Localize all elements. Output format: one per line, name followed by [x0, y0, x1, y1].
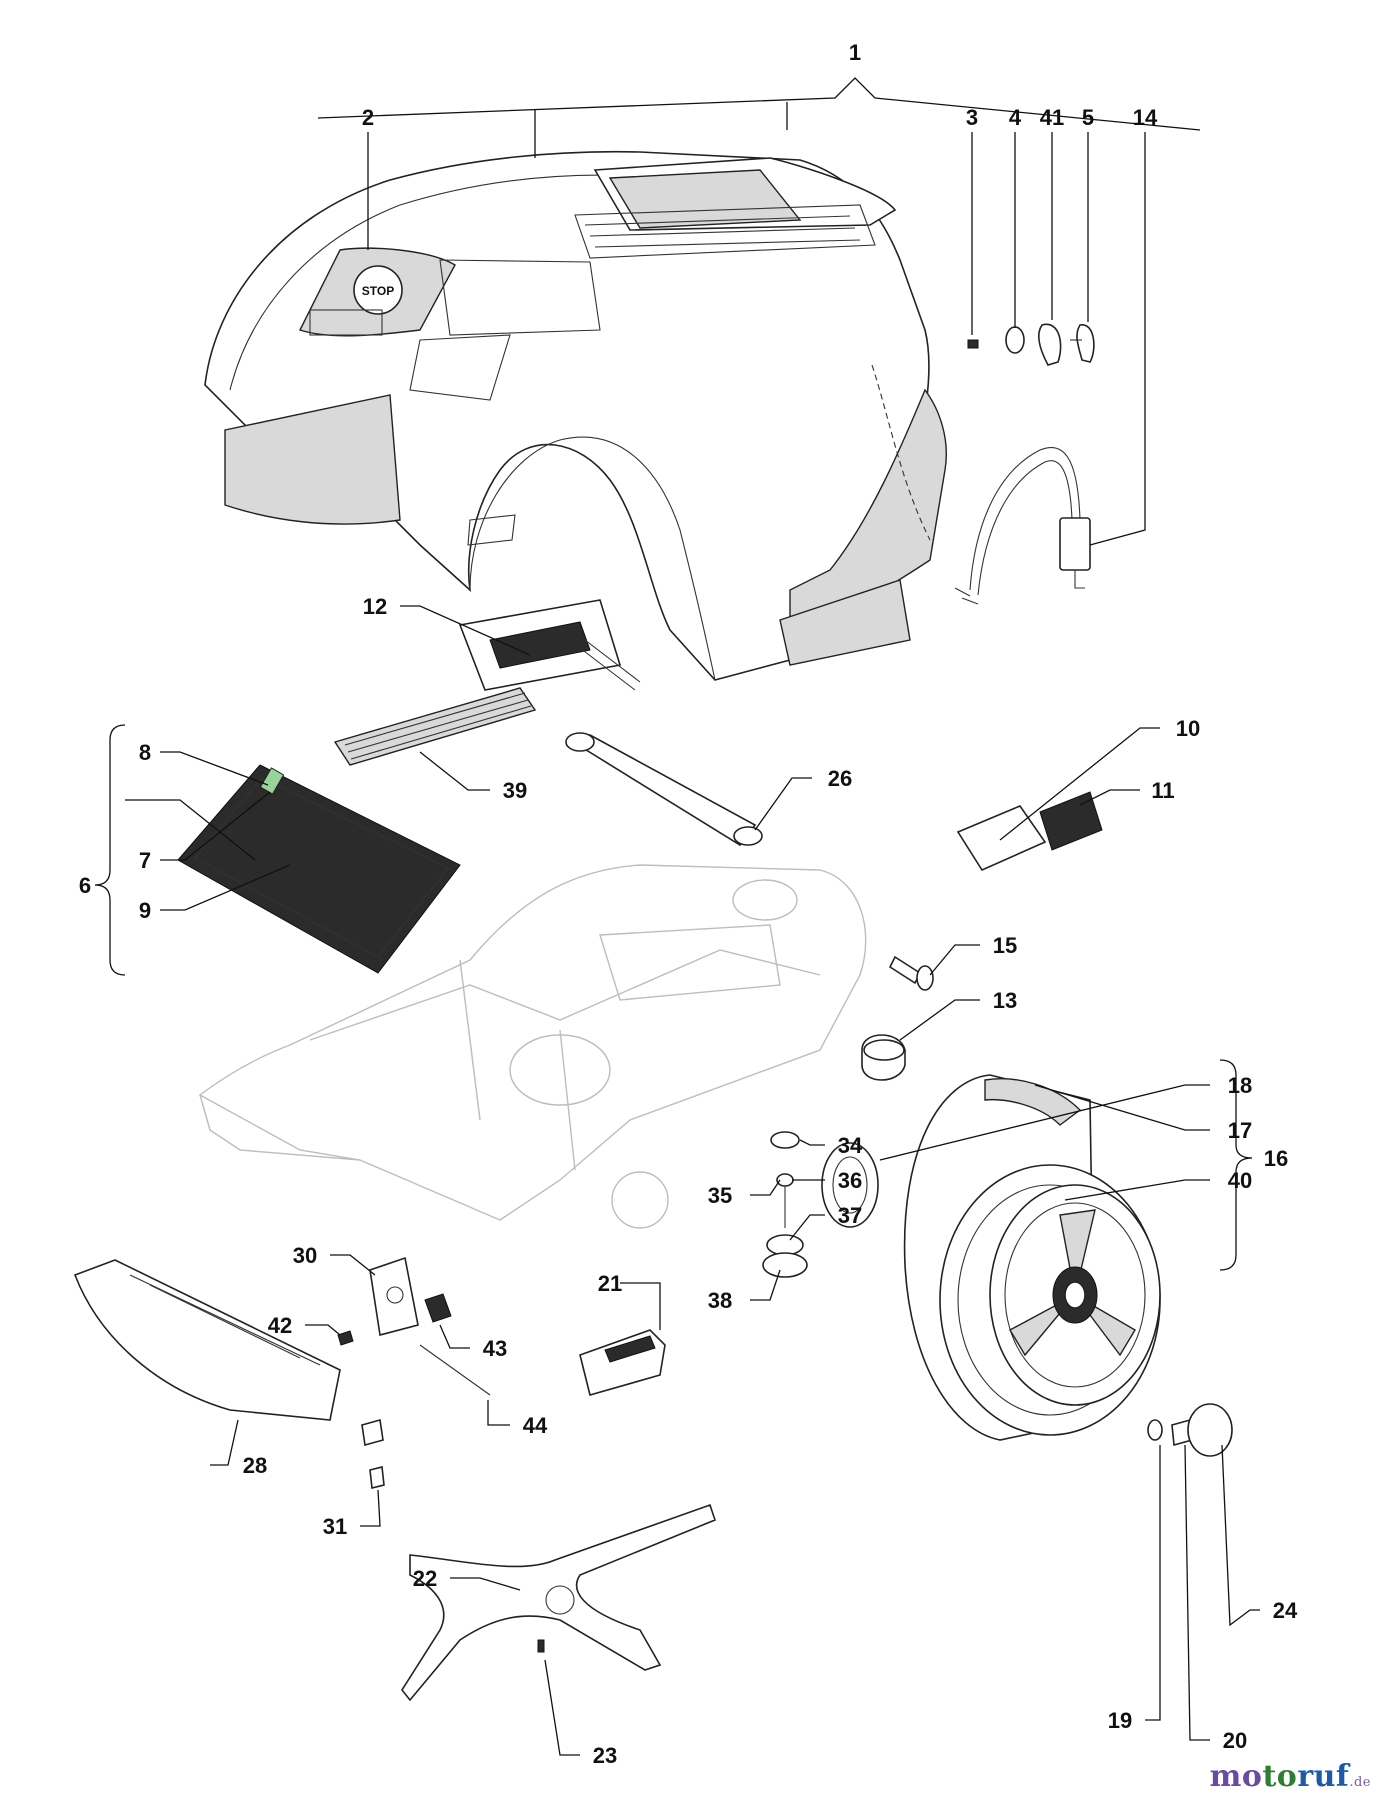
stop-label: STOP: [362, 284, 394, 298]
callout-36: 36: [838, 1168, 862, 1193]
callout-23: 23: [593, 1743, 617, 1768]
callout-26: 26: [828, 766, 852, 791]
watermark-part3: ruf: [1297, 1759, 1350, 1794]
callout-6: 6: [79, 873, 91, 898]
seal-parts: [762, 1131, 808, 1278]
callout-40: 40: [1228, 1168, 1252, 1193]
callout-4: 4: [1009, 105, 1022, 130]
callout-5: 5: [1082, 105, 1094, 130]
callout-11: 11: [1151, 778, 1174, 803]
callout-31: 31: [323, 1514, 347, 1539]
watermark-suffix: .de: [1349, 1775, 1371, 1790]
chassis: [198, 864, 867, 1229]
callout-21: 21: [598, 1271, 622, 1296]
wheel-assembly: [821, 1074, 1233, 1457]
callout-labels: 1 2 3 4 41 5 14 12 39 26 10 11 8 6 7 9 1…: [79, 40, 1298, 1768]
callout-20: 20: [1223, 1728, 1247, 1753]
callout-3: 3: [966, 105, 978, 130]
callout-28: 28: [243, 1453, 267, 1478]
bolts: [361, 1418, 385, 1489]
callout-10: 10: [1176, 716, 1200, 741]
watermark-part2: to: [1262, 1759, 1298, 1794]
bracket-bar: [565, 732, 763, 847]
leader-lines: [94, 77, 1260, 1756]
display-board: [458, 599, 641, 691]
motoruf-watermark: motoruf.de: [1210, 1759, 1371, 1794]
callout-34: 34: [838, 1133, 863, 1158]
callout-44: 44: [523, 1413, 548, 1438]
callout-16: 16: [1264, 1146, 1288, 1171]
callout-13: 13: [993, 988, 1017, 1013]
callout-2: 2: [362, 105, 374, 130]
callout-12: 12: [363, 594, 387, 619]
callout-17: 17: [1228, 1118, 1252, 1143]
callout-42: 42: [268, 1313, 292, 1338]
cutting-blade: [401, 1503, 716, 1702]
clip: [579, 1329, 666, 1396]
callout-8: 8: [139, 740, 151, 765]
callout-9: 9: [139, 898, 151, 923]
callout-24: 24: [1273, 1598, 1298, 1623]
callout-19: 19: [1108, 1708, 1132, 1733]
callout-22: 22: [413, 1566, 437, 1591]
callout-7: 7: [139, 848, 151, 873]
watermark-part1: mo: [1209, 1759, 1263, 1794]
callout-41: 41: [1040, 105, 1064, 130]
callout-1: 1: [849, 40, 861, 65]
skid-plate: [73, 1259, 341, 1421]
callout-37: 37: [838, 1203, 862, 1228]
small-pcbs: [956, 791, 1103, 872]
small-fasteners-top: [967, 323, 1095, 366]
callout-15: 15: [993, 933, 1017, 958]
callout-43: 43: [483, 1336, 507, 1361]
keypad-assembly: [177, 764, 461, 974]
callout-18: 18: [1228, 1073, 1252, 1098]
pin-and-cap: [861, 955, 934, 1081]
callout-35: 35: [708, 1183, 732, 1208]
ribbon-cable: [333, 687, 537, 766]
hinge-bracket: [337, 1256, 491, 1396]
callout-14: 14: [1133, 105, 1158, 130]
housing-cover: STOP: [204, 150, 947, 681]
callout-30: 30: [293, 1243, 317, 1268]
callout-38: 38: [708, 1288, 732, 1313]
sensor-cable: [954, 447, 1091, 605]
callout-39: 39: [503, 778, 527, 803]
